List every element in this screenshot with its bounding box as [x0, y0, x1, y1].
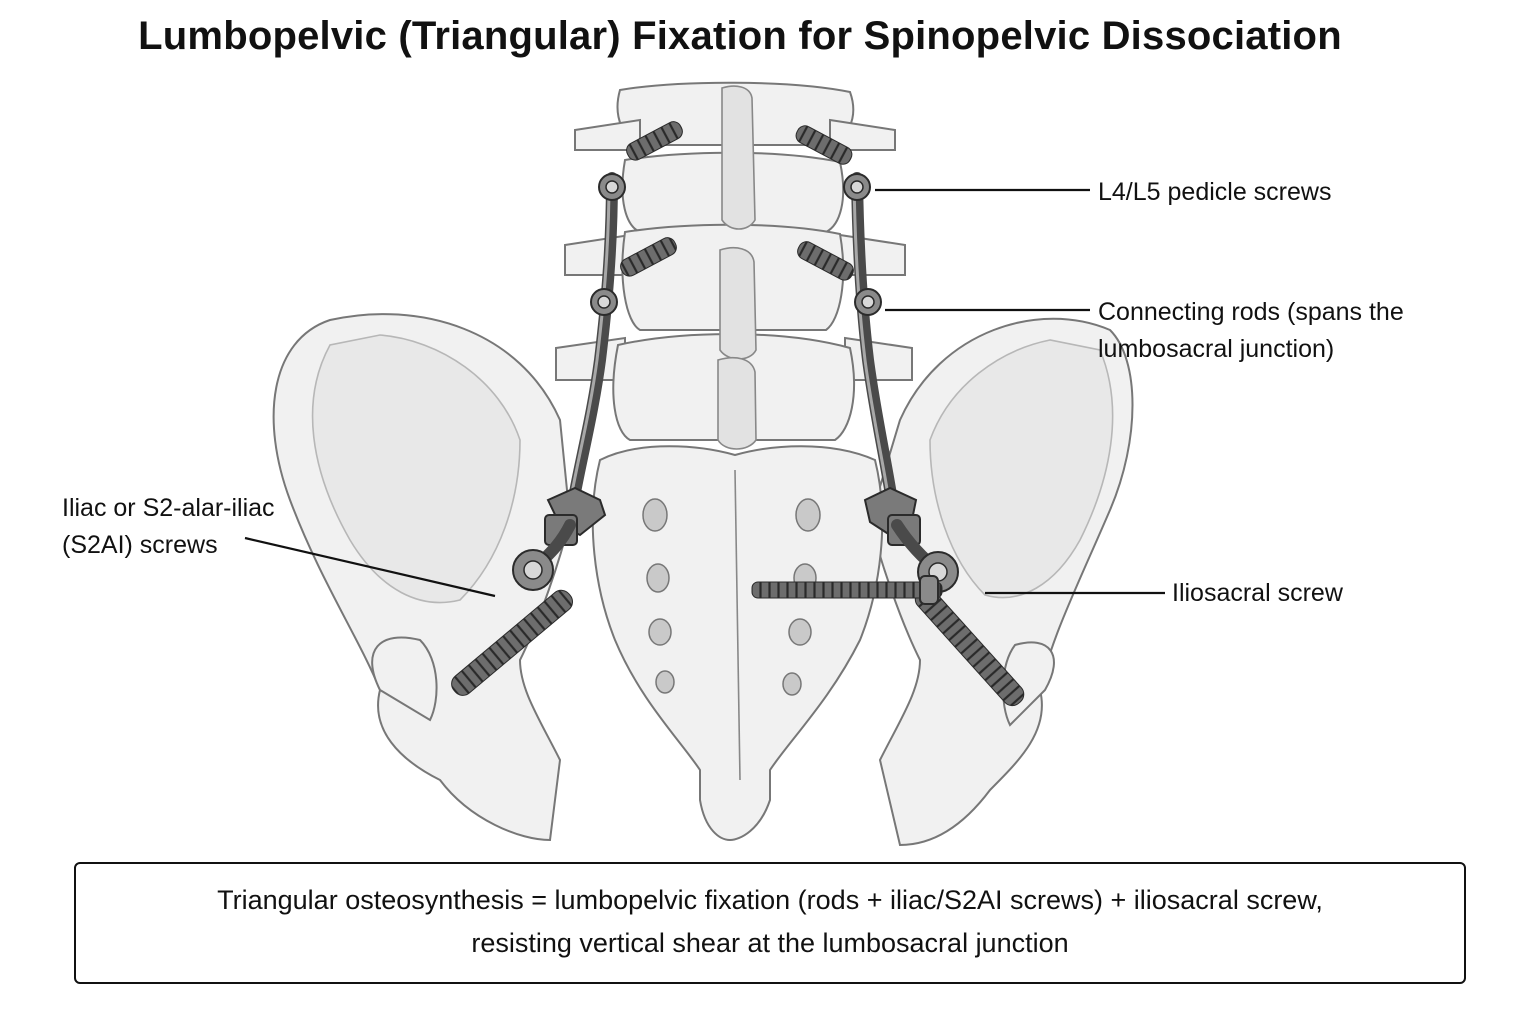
- label-iliac-screws-line2: (S2AI) screws: [62, 531, 218, 559]
- pedicle-screw-l4-left: [598, 121, 683, 201]
- pedicle-screw-l5-right: [797, 241, 882, 316]
- label-iliosacral-screw: Iliosacral screw: [1172, 579, 1343, 607]
- spinous-process: [717, 356, 757, 450]
- label-connecting-rods-line2: lumbosacral junction): [1098, 335, 1335, 363]
- sacral-foramen: [655, 670, 675, 694]
- left-connecting-rod: [564, 172, 618, 526]
- pedicle-screw-l4-right: [795, 125, 871, 201]
- sacral-foramen: [795, 498, 821, 532]
- sacral-foramen: [648, 618, 672, 646]
- left-iliac-screw: [451, 519, 576, 696]
- sacral-foramen: [788, 618, 812, 646]
- right-connecting-rod: [851, 172, 901, 526]
- caption-box: Triangular osteosynthesis = lumbopelvic …: [74, 862, 1466, 984]
- page-title: Lumbopelvic (Triangular) Fixation for Sp…: [138, 14, 1342, 58]
- sacral-foramen: [642, 498, 668, 532]
- sacral-foramen: [646, 563, 670, 593]
- spinous-process: [721, 85, 756, 230]
- sacral-foramen: [782, 672, 802, 696]
- caption-line2: resisting vertical shear at the lumbosac…: [471, 928, 1069, 958]
- spinous-process: [719, 246, 757, 360]
- caption-line1: Triangular osteosynthesis = lumbopelvic …: [217, 885, 1323, 915]
- leader-iliac-screws: [244, 536, 496, 598]
- label-pedicle-screws: L4/L5 pedicle screws: [1098, 178, 1332, 206]
- iliosacral-screw: [751, 575, 943, 605]
- label-iliac-screws-line1: Iliac or S2-alar-iliac: [62, 494, 275, 522]
- pedicle-screw-l5-left: [590, 237, 677, 316]
- label-connecting-rods-line1: Connecting rods (spans the: [1098, 298, 1404, 326]
